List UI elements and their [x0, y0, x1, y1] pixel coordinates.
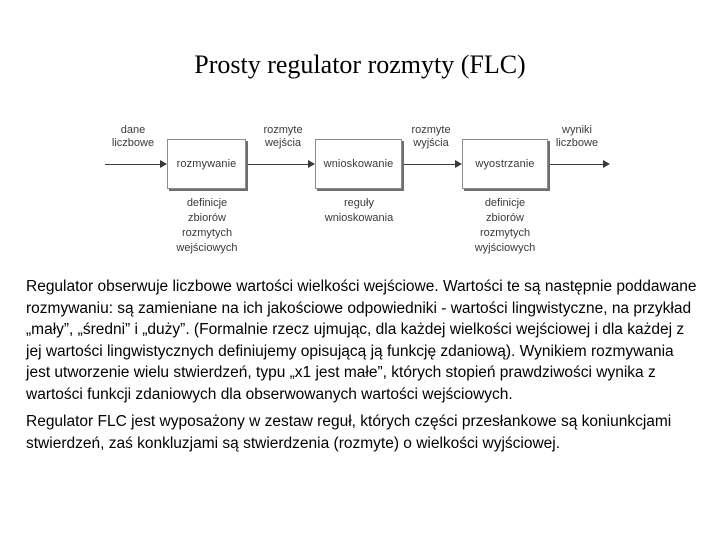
page-title: Prosty regulator rozmyty (FLC): [194, 50, 526, 79]
diagram-subcaption-input-sets-line1: definicje: [186, 197, 228, 209]
arrow-head-icon: [160, 160, 167, 168]
diagram-output-caption: wyniki liczbowe: [541, 124, 613, 150]
arrow-head-icon: [603, 160, 610, 168]
diagram-subcaption-output-sets-line2: zbiorów: [486, 212, 524, 224]
diagram-fuzzy-inputs-caption: rozmyte wejścia: [248, 124, 318, 150]
diagram-connector-output: [550, 164, 605, 165]
diagram-output-caption-line2: liczbowe: [555, 137, 599, 149]
diagram-fuzzy-inputs-line1: rozmyte: [263, 124, 303, 136]
diagram-subcaption-input-sets: definicje zbiorów rozmytych wejściowych: [152, 196, 262, 256]
diagram-fuzzy-inputs-line2: wejścia: [264, 137, 302, 149]
diagram-input-caption-line1: dane: [120, 124, 146, 136]
body-paragraph-1: Regulator obserwuje liczbowe wartości wi…: [26, 278, 697, 403]
diagram-fuzzy-outputs-line2: wyjścia: [413, 137, 449, 149]
diagram-subcaption-rules: reguły wnioskowania: [303, 196, 415, 226]
diagram-subcaption-input-sets-line3: rozmytych: [181, 227, 233, 239]
diagram-subcaption-output-sets: definicje zbiorów rozmytych wyjściowych: [450, 196, 560, 256]
diagram-box-defuzzification: wyostrzanie: [462, 139, 548, 189]
diagram-input-caption-line2: liczbowe: [111, 137, 155, 149]
diagram-subcaption-output-sets-line3: rozmytych: [479, 227, 531, 239]
diagram-box-inference-label: wnioskowanie: [323, 157, 394, 170]
diagram-fuzzy-outputs-caption: rozmyte wyjścia: [396, 124, 466, 150]
diagram-subcaption-output-sets-line1: definicje: [484, 197, 526, 209]
diagram-subcaption-rules-line2: wnioskowania: [324, 212, 394, 224]
diagram-subcaption-input-sets-line4: wejściowych: [176, 242, 238, 254]
diagram-fuzzy-outputs-line1: rozmyte: [411, 124, 451, 136]
arrow-head-icon: [455, 160, 462, 168]
diagram-box-fuzzification: rozmywanie: [167, 139, 246, 189]
body-paragraph-2: Regulator FLC jest wyposażony w zestaw r…: [26, 413, 672, 452]
diagram-box-defuzzification-label: wyostrzanie: [475, 157, 535, 170]
diagram-box-fuzzification-label: rozmywanie: [176, 157, 237, 170]
diagram-output-caption-line1: wyniki: [562, 124, 592, 136]
diagram-subcaption-input-sets-line2: zbiorów: [188, 212, 226, 224]
arrow-head-icon: [308, 160, 315, 168]
diagram-subcaption-output-sets-line4: wyjściowych: [474, 242, 536, 254]
diagram-box-inference: wnioskowanie: [315, 139, 402, 189]
slide-body: Regulator obserwuje liczbowe wartości wi…: [26, 276, 698, 457]
diagram-subcaption-rules-line1: reguły: [344, 197, 374, 209]
flc-block-diagram: dane liczbowe rozmyte wejścia rozmyte wy…: [0, 112, 720, 262]
diagram-connector-fuzzy-inputs: [248, 164, 310, 165]
diagram-connector-input: [105, 164, 161, 165]
diagram-input-caption: dane liczbowe: [97, 124, 169, 150]
diagram-connector-fuzzy-outputs: [404, 164, 457, 165]
